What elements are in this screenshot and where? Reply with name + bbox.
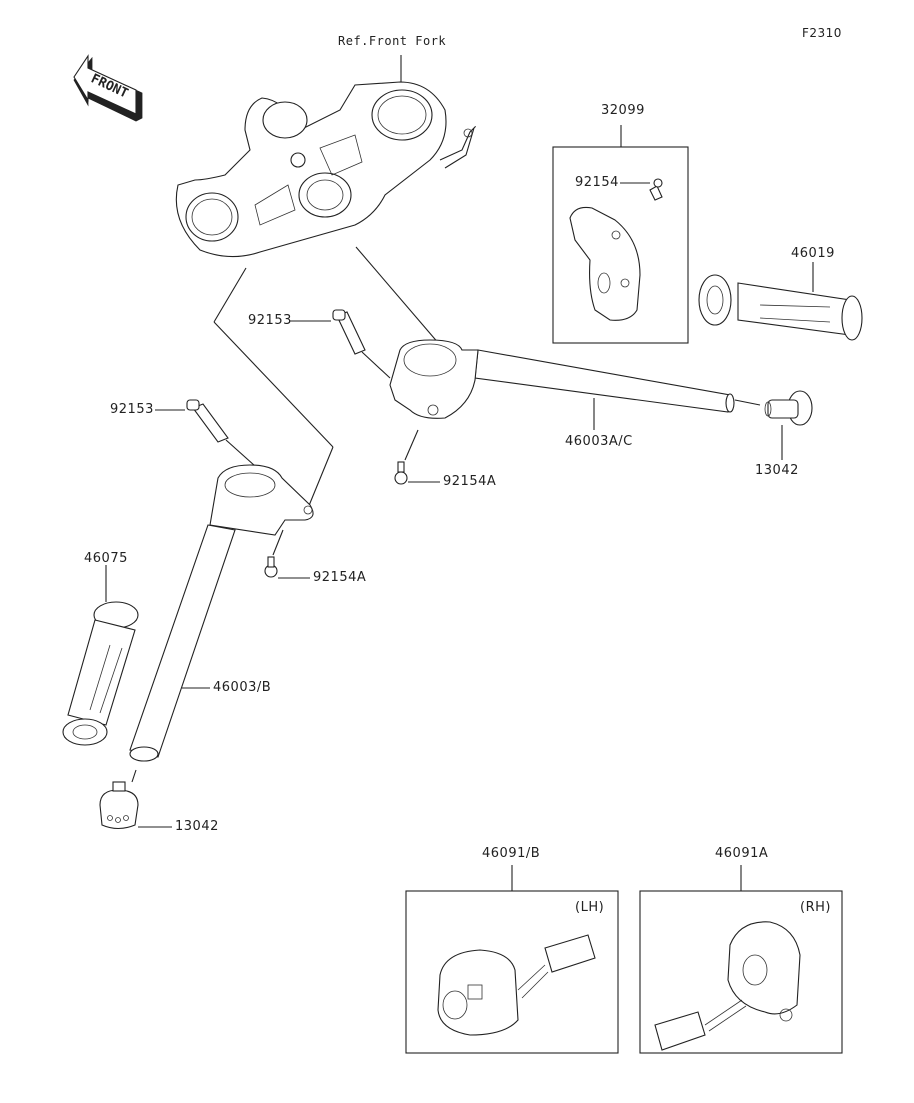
part-label-92153-left[interactable]: 92153 (110, 402, 154, 417)
bolt-right-illustration (332, 309, 366, 355)
bolt-left-illustration (186, 399, 229, 443)
triple-clamp-illustration (175, 81, 476, 258)
part-label-92154a-left[interactable]: 92154A (313, 570, 367, 585)
part-label-46091-b[interactable]: 46091/B (482, 846, 541, 861)
part-label-13042-right[interactable]: 13042 (755, 463, 799, 478)
switch-left-illustration (437, 934, 596, 1036)
figure-code: F2310 (802, 26, 842, 40)
part-label-92153-right[interactable]: 92153 (248, 313, 292, 328)
part-label-46019[interactable]: 46019 (791, 246, 835, 261)
part-label-46075[interactable]: 46075 (84, 551, 128, 566)
part-label-92154[interactable]: 92154 (575, 175, 619, 190)
bar-end-right-illustration (764, 390, 813, 426)
handlebar-right-illustration (389, 339, 735, 419)
side-label-rh: (RH) (800, 900, 831, 915)
screw-right-illustration (394, 461, 408, 485)
front-arrow-icon: FRONT (73, 54, 143, 122)
throttle-housing-illustration (569, 178, 663, 321)
ref-front-fork-label: Ref.Front Fork (338, 34, 447, 48)
part-label-46091a[interactable]: 46091A (715, 846, 769, 861)
screw-left-illustration (264, 556, 278, 578)
switch-right-illustration (654, 921, 801, 1051)
part-label-13042-left[interactable]: 13042 (175, 819, 219, 834)
part-label-46003-b[interactable]: 46003/B (213, 680, 272, 695)
bar-end-left-illustration (99, 781, 139, 830)
handlebar-left-illustration (129, 464, 314, 762)
handle-grip-left-illustration (62, 601, 139, 746)
part-label-92154a-right[interactable]: 92154A (443, 474, 497, 489)
side-label-lh: (LH) (575, 900, 605, 915)
part-label-46003a-c[interactable]: 46003A/C (565, 434, 633, 449)
throttle-grip-illustration (698, 274, 863, 341)
part-label-32099[interactable]: 32099 (601, 103, 645, 118)
